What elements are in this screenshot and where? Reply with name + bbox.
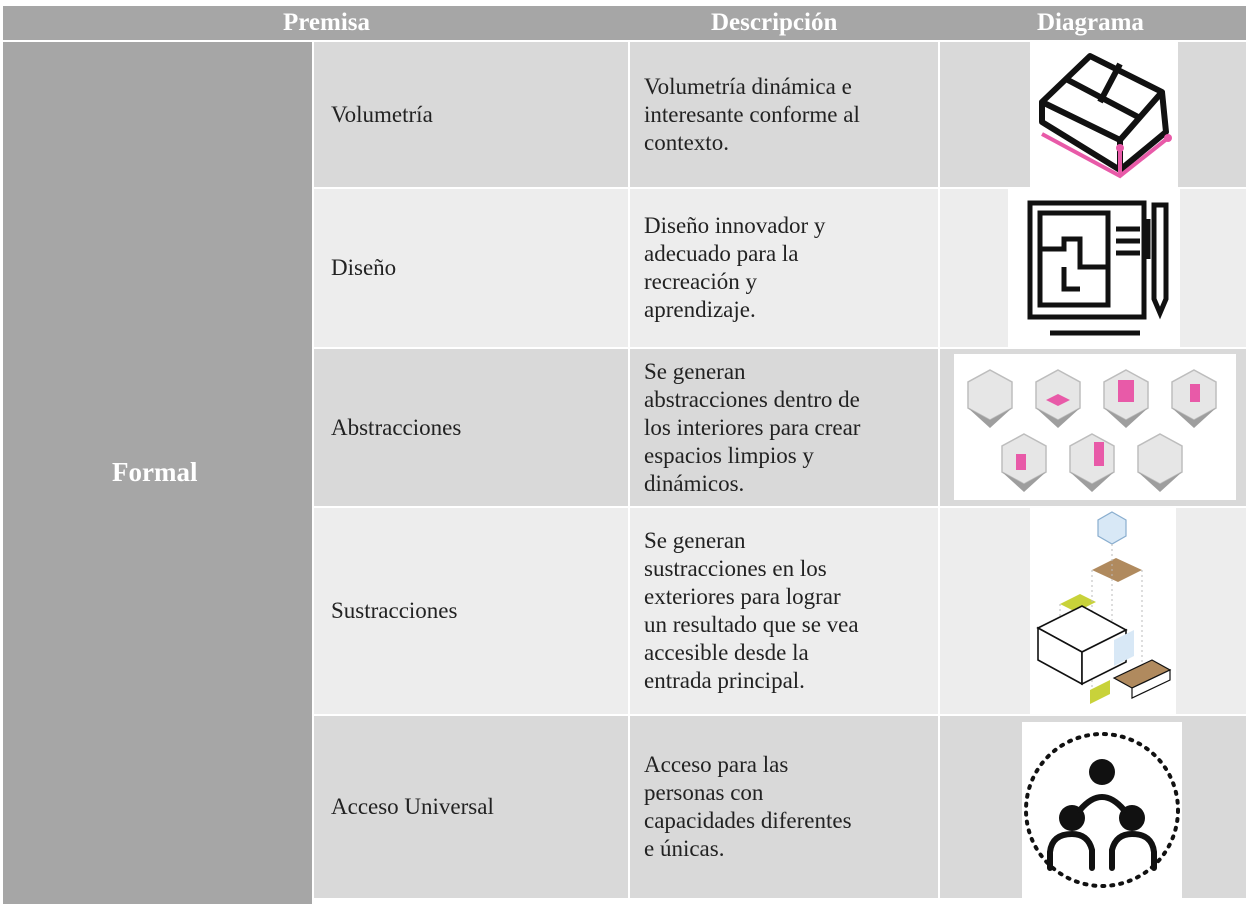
header-diagrama: Diagrama — [1037, 9, 1144, 36]
category-label: Formal — [112, 457, 198, 487]
table-header: Premisa Descripción Diagrama — [3, 6, 1246, 40]
category-cell: Formal — [3, 42, 312, 904]
header-descripcion: Descripción — [711, 9, 838, 36]
universal-access-icon — [1022, 722, 1182, 898]
blueprint-plan-icon — [1008, 189, 1180, 347]
subtraction-axonometric-diagram — [1030, 508, 1176, 714]
premisa-label: Abstracciones — [331, 414, 462, 440]
premisa-label: Volumetría — [331, 101, 433, 127]
isometric-volume-icon — [1030, 42, 1178, 187]
premisa-label: Acceso Universal — [331, 794, 494, 819]
premisa-label: Diseño — [331, 255, 397, 280]
header-premisa: Premisa — [283, 9, 371, 36]
abstraction-cubes-diagram — [954, 354, 1236, 500]
premisa-label: Sustracciones — [331, 598, 458, 623]
